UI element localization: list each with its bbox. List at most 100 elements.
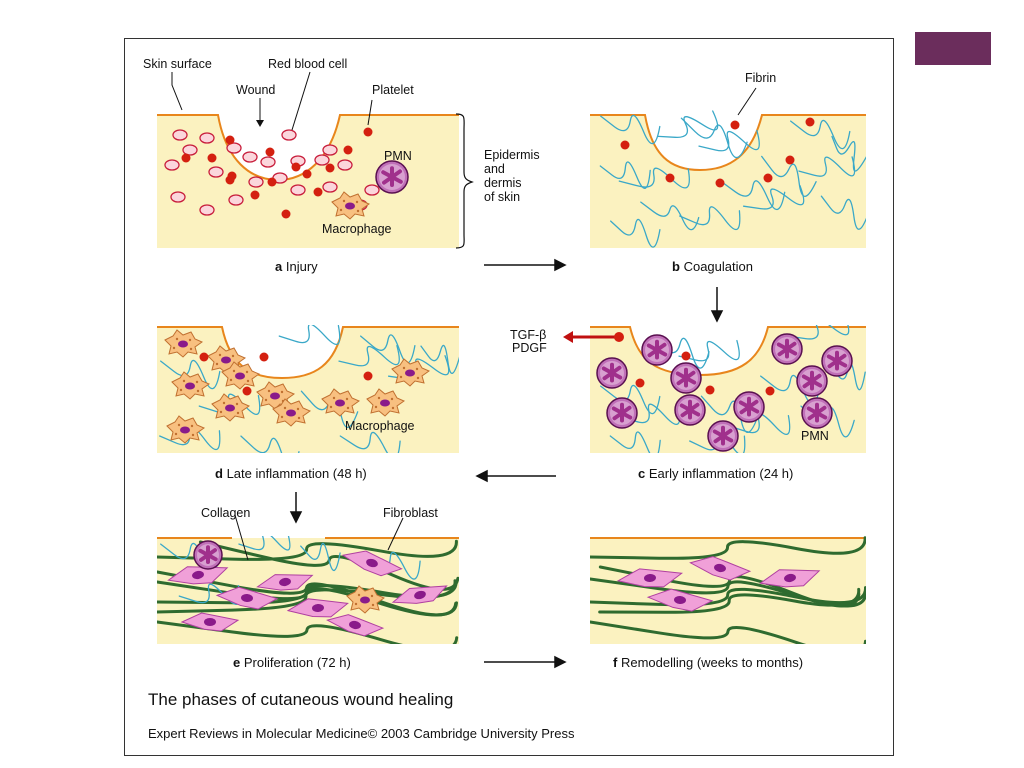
fibrin-strand xyxy=(160,359,221,390)
fibrin-strand xyxy=(790,119,851,150)
fibroblast-cell xyxy=(646,588,714,612)
label-macrophage-d: Macrophage xyxy=(345,419,415,433)
platelet xyxy=(363,127,373,137)
fibrin-strand xyxy=(720,180,786,211)
pmn-cell xyxy=(375,160,409,194)
red-blood-cell xyxy=(170,191,186,203)
fibrin-strand xyxy=(238,536,291,551)
platelet xyxy=(250,190,260,200)
collagen-fibre xyxy=(590,536,866,560)
red-blood-cell xyxy=(322,144,338,156)
caption-panel-d: d Late inflammation (48 h) xyxy=(215,466,367,481)
label-epidermis-dermis: Epidermis and dermis of skin xyxy=(484,148,540,204)
platelet xyxy=(715,178,725,188)
platelets xyxy=(620,117,815,188)
red-blood-cell xyxy=(290,184,306,196)
label-fibroblast: Fibroblast xyxy=(383,506,438,520)
platelet xyxy=(665,173,675,183)
platelet xyxy=(805,117,815,127)
fibrin-strand xyxy=(600,114,661,145)
panel-b-coagulation xyxy=(590,110,866,248)
caption-panel-b: b Coagulation xyxy=(672,259,753,274)
pmn-cell xyxy=(670,362,702,394)
fibroblast-cell xyxy=(215,586,279,610)
label-pmn: PMN xyxy=(384,149,412,163)
caption-panel-e: e Proliferation (72 h) xyxy=(233,655,351,670)
macrophage-cell xyxy=(391,358,431,387)
red-blood-cell xyxy=(314,154,330,166)
fibrin-strand xyxy=(728,413,791,436)
platelet xyxy=(705,385,715,395)
figure-title: The phases of cutaneous wound healing xyxy=(148,690,454,709)
platelet xyxy=(181,153,191,163)
platelet xyxy=(313,187,323,197)
panel-d-late-inflammation xyxy=(157,325,459,453)
platelet xyxy=(343,145,353,155)
pmn-cell xyxy=(596,357,628,389)
platelet xyxy=(267,177,277,187)
platelets xyxy=(635,351,775,396)
figure-credit: Expert Reviews in Molecular Medicine© 20… xyxy=(148,726,575,741)
platelet xyxy=(291,162,301,172)
caption-panel-f: f Remodelling (weeks to months) xyxy=(613,655,804,670)
fibrin-strand xyxy=(178,583,241,606)
macrophage-cell xyxy=(331,191,371,220)
collagen-fibre xyxy=(590,620,866,644)
fibrin-strand xyxy=(698,129,760,152)
collagen-fibre xyxy=(590,586,866,607)
fibrin-strand xyxy=(761,155,817,198)
fibrin-strand xyxy=(679,206,741,231)
fibrin-strand xyxy=(339,431,401,453)
fibrin-strand xyxy=(657,110,719,138)
tgf-release-arrow xyxy=(563,331,624,343)
epidermis-brace xyxy=(455,113,474,249)
red-blood-cell xyxy=(248,176,264,188)
label-wound: Wound xyxy=(236,83,276,97)
platelet xyxy=(763,173,773,183)
fibrin-strand xyxy=(610,218,661,248)
slide-accent-block xyxy=(915,32,991,65)
platelet xyxy=(242,386,252,396)
pmn-cell xyxy=(193,540,223,570)
platelet xyxy=(620,140,630,150)
fibrin-strand xyxy=(640,201,700,231)
fibroblast-cell xyxy=(759,569,821,588)
fibrin-strand xyxy=(599,161,651,189)
platelet xyxy=(730,120,740,130)
pmn-cell xyxy=(821,345,853,377)
macrophage-cell xyxy=(346,585,386,614)
caption-panel-a: a Injury xyxy=(275,259,318,274)
fibrin-strand xyxy=(338,344,400,367)
macrophage-cell xyxy=(321,388,361,417)
collagen-fibres xyxy=(590,536,866,644)
fibroblast-cell xyxy=(167,566,229,585)
platelet xyxy=(635,378,645,388)
label-platelet: Platelet xyxy=(372,83,414,97)
platelet xyxy=(363,371,373,381)
label-skin-surface: Skin surface xyxy=(143,57,212,71)
pmn-cell xyxy=(641,334,673,366)
fibrin-strands xyxy=(599,110,866,248)
macrophage-cell xyxy=(171,371,211,400)
fibrin-strand xyxy=(278,325,341,346)
fibrin-strand xyxy=(609,431,661,453)
macrophage-cells xyxy=(346,585,386,614)
panel-a-injury xyxy=(157,114,459,248)
fibrin-strand xyxy=(680,117,748,159)
panel-b-skin-line xyxy=(590,114,866,172)
red-blood-cell xyxy=(281,129,297,141)
pmn-cell xyxy=(707,420,739,452)
label-fibrin: Fibrin xyxy=(745,71,777,85)
pmn-cell xyxy=(674,394,706,426)
macrophage-cell xyxy=(164,329,204,358)
red-blood-cell xyxy=(337,159,353,171)
pmn-cell xyxy=(606,397,638,429)
fibrin-strand xyxy=(240,435,300,453)
fibroblast-cell xyxy=(286,598,349,618)
fibrin-strand xyxy=(798,156,856,177)
fibroblast-cells xyxy=(616,556,821,612)
platelets xyxy=(199,352,373,396)
label-pdgf: PDGF xyxy=(512,341,547,355)
panel-c-early-inflammation xyxy=(590,325,866,453)
